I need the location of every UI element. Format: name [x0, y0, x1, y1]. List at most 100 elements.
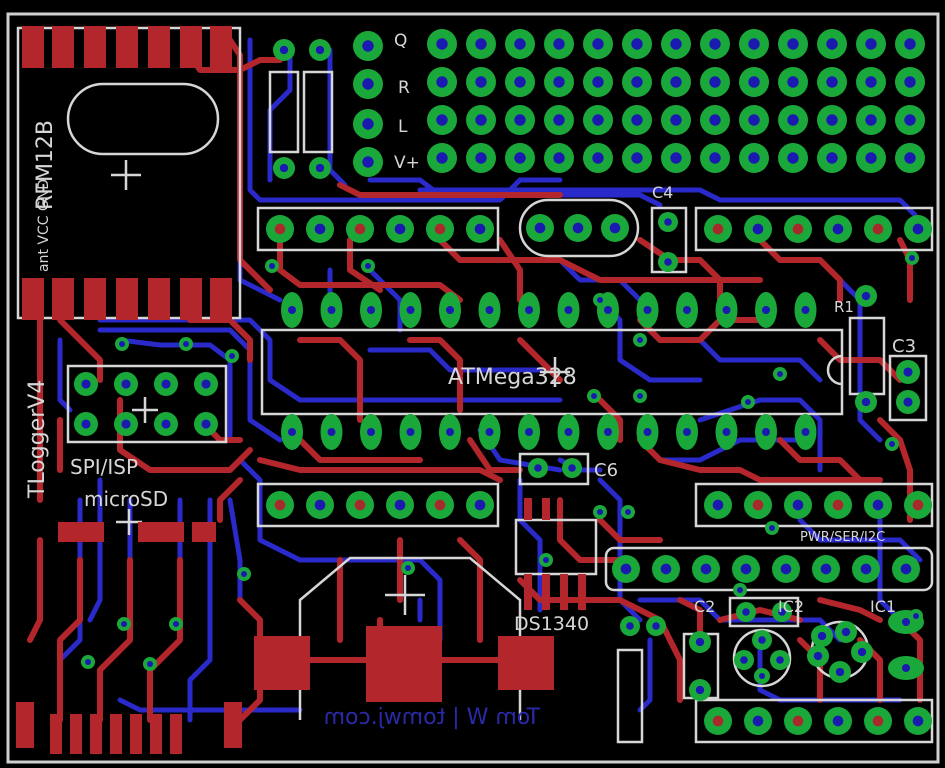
pad-drill: [912, 223, 924, 235]
pad-drill: [543, 557, 549, 563]
smd-pads: [16, 26, 586, 754]
pad-drill: [564, 428, 573, 436]
pad-drill: [597, 509, 603, 515]
pad-drill: [274, 223, 286, 235]
pad-drill: [474, 223, 486, 235]
rfm-pins-label: ant VCC GND: [36, 179, 52, 272]
pad-drill: [514, 152, 526, 164]
pad-drill: [620, 563, 632, 575]
pad-drill: [748, 152, 760, 164]
ds1340-outline: [514, 518, 598, 576]
pad-drill: [436, 38, 448, 50]
pad-drill: [792, 499, 804, 511]
through-hole-pads: [74, 29, 932, 735]
ic2-label: IC2: [778, 597, 804, 616]
pad-drill: [857, 647, 867, 657]
pad-drill: [609, 222, 621, 234]
pad-drill: [762, 428, 770, 436]
pad-drill: [315, 163, 325, 173]
pad-drill: [652, 622, 660, 630]
pad-drill: [553, 76, 565, 88]
pad-drill: [446, 428, 454, 436]
pad-drill: [683, 306, 691, 314]
silkscreen-text: RFM12B ant VCC GND TLoggerV4 SPI/ISP mic…: [25, 31, 916, 730]
pad-drill: [121, 419, 131, 429]
pad-drill: [758, 672, 766, 680]
pad-drill: [737, 587, 743, 593]
pad-drill: [597, 297, 603, 303]
pad-drill: [367, 428, 375, 436]
pad-drill: [820, 563, 832, 575]
pad-drill: [712, 499, 724, 511]
pad-drill: [872, 223, 884, 235]
pad-drill: [748, 38, 760, 50]
battery-pad-right: [498, 636, 554, 690]
pad-drill: [769, 525, 775, 531]
pad-drill: [604, 306, 612, 314]
pad-drill: [709, 76, 721, 88]
pad-drill: [777, 371, 783, 377]
pwr-ser-i2c-label: PWR/SER/I2C: [800, 530, 885, 545]
pad-drill: [362, 40, 374, 52]
c2-label: C2: [694, 597, 715, 616]
pad-drill: [367, 306, 375, 314]
pad-drill: [434, 499, 446, 511]
pad-drill: [860, 563, 872, 575]
author-url-label: Tom W | tomwj.com: [324, 705, 541, 730]
pad-drill: [485, 306, 494, 314]
pad-drill: [670, 114, 682, 126]
pad-drill: [85, 659, 91, 665]
pad-drill: [568, 464, 576, 472]
conn-v-label: V+: [394, 153, 420, 173]
pad-drill: [912, 715, 924, 727]
pad-drill: [327, 306, 336, 314]
crystal-oval: [518, 198, 640, 258]
pad-drill: [902, 664, 910, 672]
microsd-label: microSD: [84, 487, 168, 511]
pad-drill: [900, 563, 912, 575]
crystal-outline: [66, 82, 220, 156]
pad-drill: [817, 631, 827, 641]
pad-drill: [903, 367, 913, 377]
pad-drill: [670, 152, 682, 164]
pad-drill: [147, 661, 153, 667]
pad-drill: [121, 379, 131, 389]
pad-drill: [625, 509, 631, 515]
pad-drill: [553, 114, 565, 126]
pad-drill: [279, 163, 289, 173]
pad-drill: [279, 45, 289, 55]
pad-drill: [592, 114, 604, 126]
pad-drill: [446, 306, 454, 314]
pad-drill: [119, 341, 125, 347]
pad-drill: [752, 715, 764, 727]
battery-pad-center: [366, 626, 442, 702]
pad-drill: [514, 114, 526, 126]
pad-drill: [173, 621, 179, 627]
pad-drill: [722, 306, 731, 314]
rfm-label: RFM12B: [33, 120, 58, 210]
pad-drill: [362, 118, 374, 130]
tlogger-label: TLoggerV4: [25, 380, 50, 499]
battery-holder-outline: [298, 556, 522, 720]
pad-drill: [740, 656, 748, 664]
pad-drill: [514, 38, 526, 50]
pad-drill: [904, 114, 916, 126]
pad-drill: [748, 114, 760, 126]
conn-q-label: Q: [394, 31, 407, 51]
conn-l-label: L: [398, 117, 408, 137]
pad-drill: [745, 399, 751, 405]
atmega-outline: [260, 328, 844, 416]
pad-drill: [485, 428, 494, 436]
pad-drill: [902, 618, 910, 626]
pad-drill: [861, 291, 871, 301]
pad-drill: [626, 622, 634, 630]
pad-drill: [695, 685, 705, 695]
pad-drill: [534, 464, 542, 472]
pad-drill: [406, 306, 415, 314]
pad-drill: [889, 441, 895, 447]
pad-drill: [288, 306, 296, 314]
pad-drill: [903, 397, 913, 407]
pad-drill: [709, 38, 721, 50]
pad-drill: [801, 428, 810, 436]
